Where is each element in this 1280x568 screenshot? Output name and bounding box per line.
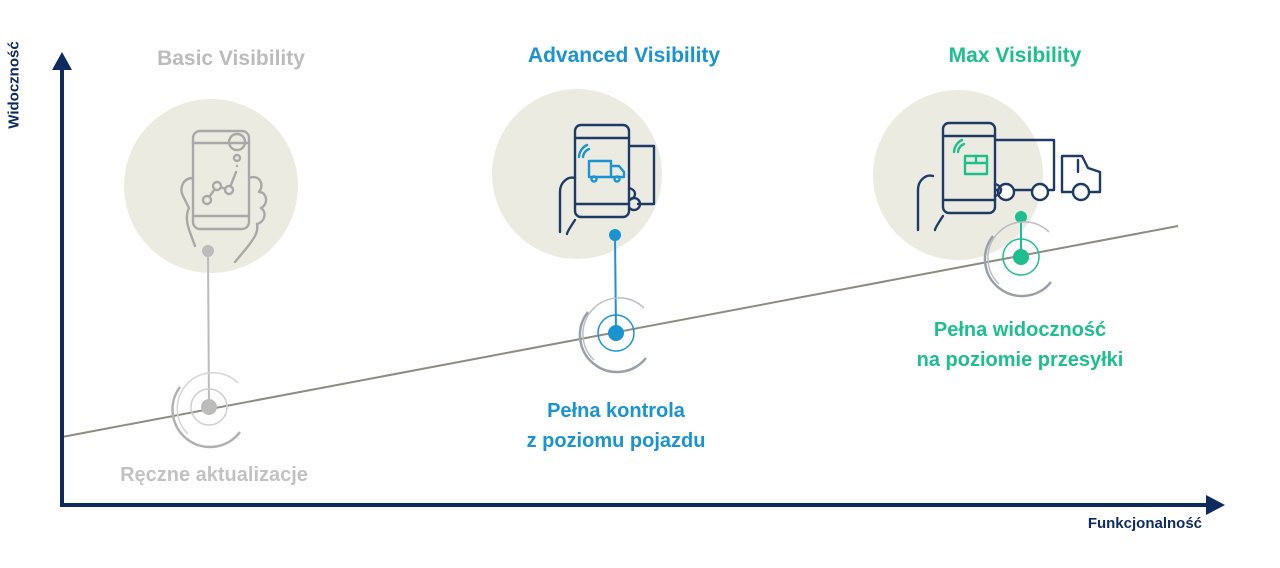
tier-max-caption-line-2: na poziomie przesyłki <box>916 349 1124 371</box>
tier-advanced-title: Advanced Visibility <box>527 44 721 67</box>
x-axis-label: Funkcjonalność <box>1087 515 1202 532</box>
y-axis-arrow <box>52 52 72 70</box>
tier-max <box>873 90 1102 298</box>
tier-basic-title: Basic Visibility <box>157 47 305 70</box>
tier-advanced-node-ring-3 <box>582 297 645 361</box>
tier-max-node-ring-3 <box>987 221 1050 285</box>
tier-basic-node-ring-3 <box>176 372 239 435</box>
tier-basic <box>124 99 298 449</box>
tier-advanced-connector <box>614 234 617 334</box>
tier-advanced-caption-line-1: Pełna kontrola <box>547 400 685 422</box>
tier-advanced-node-ring-1 <box>597 314 635 352</box>
tier-max-caption: Pełna widoczność na poziomie przesyłki <box>870 315 1170 375</box>
tier-basic-caption-line-1: Ręczne aktualizacje <box>120 464 308 486</box>
tier-basic-connector <box>207 250 210 408</box>
y-axis-label: Widoczność <box>5 41 23 129</box>
phone-truck-package-icon <box>916 121 1102 232</box>
tier-advanced-node-ring-2 <box>578 311 647 374</box>
tier-basic-caption: Ręczne aktualizacje <box>84 460 344 490</box>
tier-basic-node <box>201 399 217 415</box>
tier-max-node <box>1013 249 1029 265</box>
tier-basic-node-ring-2 <box>171 386 241 449</box>
tier-basic-node-ring-1 <box>190 388 228 426</box>
tier-advanced-caption-line-2: z poziomu pojazdu <box>526 430 706 452</box>
tier-advanced-node <box>608 325 624 341</box>
phone-truck-icon <box>558 123 656 236</box>
tier-max-node-ring-2 <box>983 235 1052 298</box>
phone-map-route-icon <box>180 129 268 264</box>
tier-basic-icon-bg <box>124 99 298 273</box>
tier-max-node-ring-1 <box>1002 238 1040 276</box>
tier-max-caption-line-1: Pełna widoczność <box>933 319 1107 341</box>
x-axis-arrow <box>1206 495 1225 515</box>
tier-advanced-caption: Pełna kontrola z poziomu pojazdu <box>476 396 756 456</box>
tier-advanced <box>492 89 662 374</box>
tier-max-title: Max Visibility <box>948 44 1082 67</box>
